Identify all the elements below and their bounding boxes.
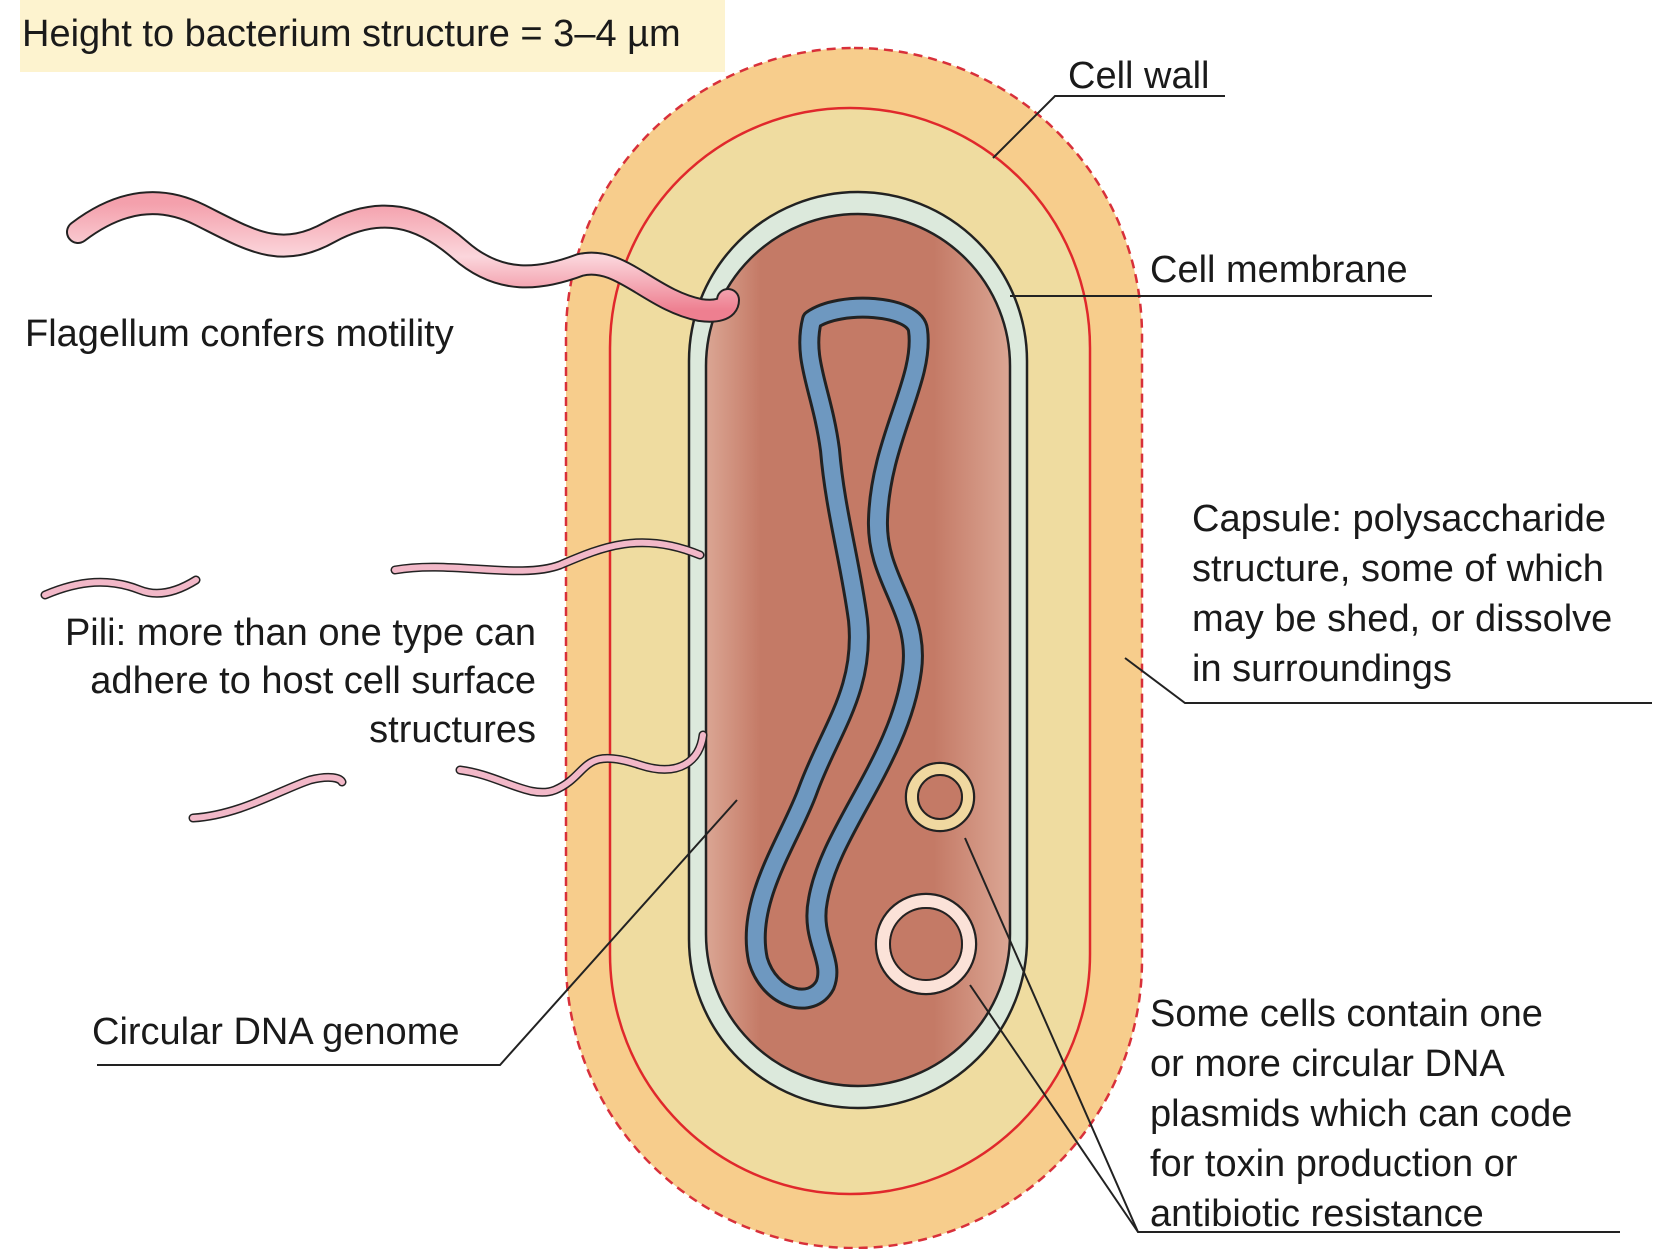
capsule-line-4: in surroundings: [1192, 648, 1452, 690]
label-pili: Pili: more than one type can adhere to h…: [65, 612, 536, 751]
plasmids-line-1: Some cells contain one: [1150, 993, 1543, 1035]
pili-line-3: structures: [369, 709, 536, 751]
label-plasmids: Some cells contain one or more circular …: [1150, 993, 1572, 1235]
plasmids-line-5: antibiotic resistance: [1150, 1193, 1484, 1235]
label-cell-membrane: Cell membrane: [1150, 249, 1408, 291]
plasmids-line-2: or more circular DNA: [1150, 1043, 1505, 1085]
label-cell-wall: Cell wall: [1068, 55, 1209, 97]
label-circular-dna: Circular DNA genome: [92, 1011, 459, 1053]
label-capsule: Capsule: polysaccharide structure, some …: [1192, 498, 1612, 690]
height-note: Height to bacterium structure = 3–4 µm: [22, 13, 681, 55]
label-flagellum: Flagellum confers motility: [25, 313, 454, 355]
plasmids-line-3: plasmids which can code: [1150, 1093, 1572, 1135]
capsule-line-3: may be shed, or dissolve: [1192, 598, 1612, 640]
capsule-line-2: structure, some of which: [1192, 548, 1604, 590]
pili-line-2: adhere to host cell surface: [90, 660, 536, 702]
pili-line-1: Pili: more than one type can: [65, 612, 536, 654]
plasmids-line-4: for toxin production or: [1150, 1143, 1518, 1185]
capsule-line-1: Capsule: polysaccharide: [1192, 498, 1606, 540]
